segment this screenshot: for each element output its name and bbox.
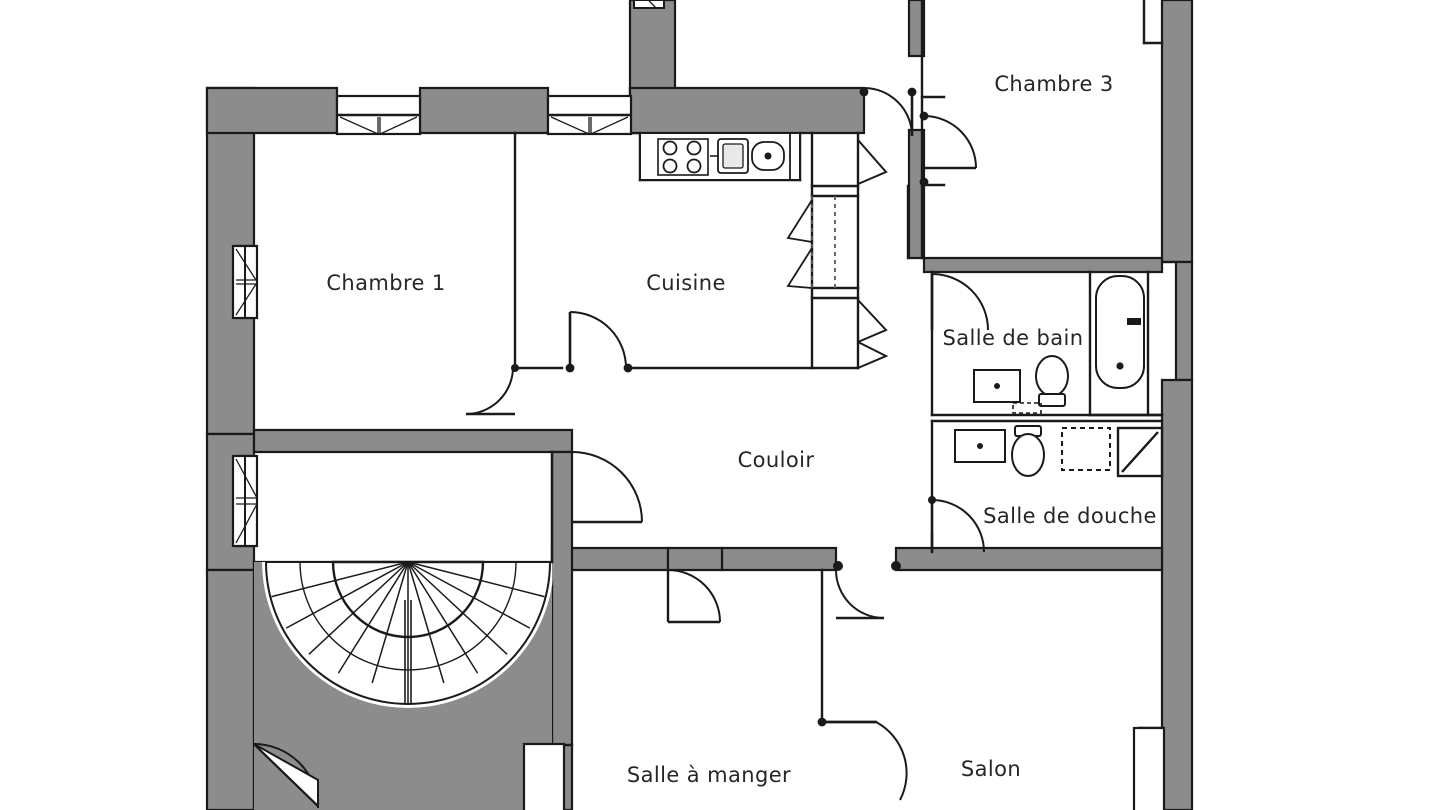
window-top-cut xyxy=(633,0,665,9)
wall-partition-cuisine-top xyxy=(628,86,866,135)
room-label-couloir: Couloir xyxy=(738,448,815,472)
door-closet-lower xyxy=(857,299,889,369)
staircase-stringer xyxy=(404,600,412,704)
door-salle-de-bain xyxy=(930,273,989,331)
wall-partition-bath-top xyxy=(922,256,1164,274)
door-closet-bifold xyxy=(786,196,836,289)
door-salon-upper xyxy=(833,561,901,620)
staircase-region xyxy=(254,560,554,810)
bathtub-icon xyxy=(1095,275,1145,389)
doors-layer xyxy=(253,87,989,809)
wall-exterior-top-b xyxy=(418,86,550,135)
door-chambre1 xyxy=(465,364,519,416)
windows-layer xyxy=(231,0,1166,810)
douche-washbasin-icon xyxy=(954,429,1006,463)
window-lowerleft-left xyxy=(231,454,259,548)
door-entry-bottom-left xyxy=(253,743,319,809)
door-couloir-top xyxy=(859,87,917,137)
wall-exterior-right-bath xyxy=(1162,260,1194,382)
wall-exterior-right-upper xyxy=(1160,0,1194,264)
room-label-cuisine: Cuisine xyxy=(646,271,726,295)
door-lowerleft xyxy=(571,451,643,524)
wall-exterior-left-lower xyxy=(205,568,256,810)
door-cuisine xyxy=(565,311,633,373)
staircase-mid-arc xyxy=(299,561,517,671)
wall-exterior-top-a xyxy=(205,86,339,135)
wall-exterior-right-mid xyxy=(1160,378,1194,810)
shower-cabin-icon xyxy=(1116,426,1164,478)
cooktop-icon xyxy=(657,138,709,176)
shower-tray-icon xyxy=(1061,427,1111,471)
room-label-salle-a-manger: Salle à manger xyxy=(627,763,791,787)
kitchen-sink-icon xyxy=(710,138,785,174)
room-label-salon: Salon xyxy=(961,757,1021,781)
window-chambre1-a xyxy=(335,94,422,136)
room-label-salle-de-douche: Salle de douche xyxy=(983,504,1157,528)
door-salle-a-manger-top xyxy=(666,569,721,624)
fixtures-layer xyxy=(639,132,1164,478)
window-samanger-bottom xyxy=(522,742,566,810)
staircase-treads xyxy=(266,561,550,704)
door-closet-upper xyxy=(857,139,888,185)
room-label-chambre3: Chambre 3 xyxy=(994,72,1113,96)
room-label-salle-de-bain: Salle de bain xyxy=(943,326,1084,350)
staircase-gray-ring xyxy=(254,562,554,810)
interior-lines-layer xyxy=(513,0,1164,810)
wall-partition-couloir-south-right xyxy=(720,546,838,572)
wall-partition-chambre3-left-upper xyxy=(907,0,926,58)
wall-partition-mid-horizontal xyxy=(252,428,574,454)
room-label-chambre1: Chambre 1 xyxy=(326,271,445,295)
wall-partition-douche-bottom xyxy=(894,546,1164,572)
window-chambre1-left xyxy=(231,244,259,320)
door-salle-de-douche xyxy=(928,496,985,553)
bain-toilet-icon xyxy=(1012,355,1069,414)
wall-partition-samanger-top xyxy=(666,546,724,572)
douche-toilet-icon xyxy=(1011,425,1045,477)
room-labels-layer: Chambre 1 Cuisine Chambre 3 Salle de bai… xyxy=(326,72,1157,787)
window-cuisine-a xyxy=(546,94,633,136)
door-samanger-salon xyxy=(817,717,908,801)
door-chambre3 xyxy=(919,111,977,187)
bain-washbasin-icon xyxy=(973,369,1021,403)
window-salon-right xyxy=(1132,726,1166,810)
